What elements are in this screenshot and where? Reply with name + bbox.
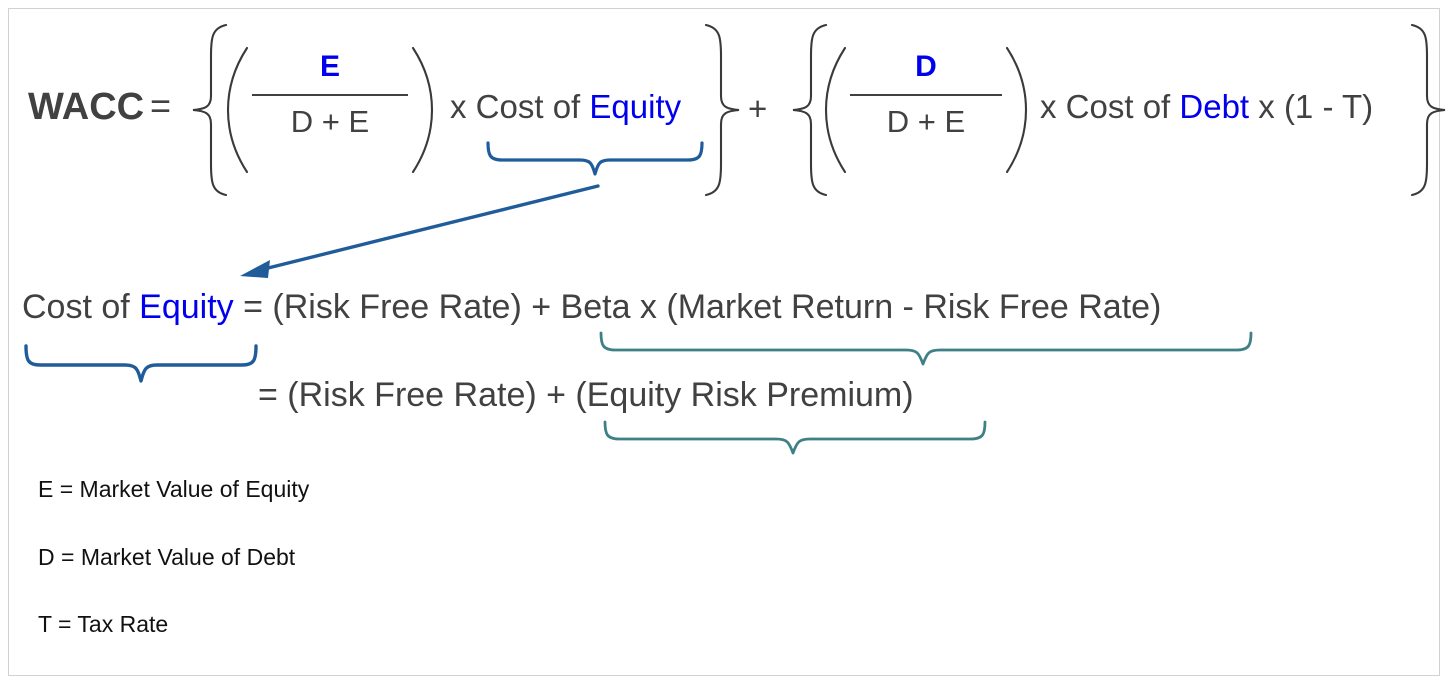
underbrace-cost-of-equity-in-wacc: [486, 141, 704, 176]
paren-open-equity-fraction: [226, 46, 249, 174]
outer-brace-left-equity: [192, 23, 228, 197]
debt-cost-term: x Cost of Debt x (1 - T): [1040, 90, 1373, 123]
debt-weight-fraction: D D + E: [850, 52, 1002, 137]
tax-factor-text: x (1 - T): [1249, 88, 1374, 125]
debt-keyword: Debt: [1179, 88, 1250, 125]
wacc-plus-sign: +: [748, 90, 768, 127]
outer-brace-right-equity: [704, 23, 740, 197]
connector-arrow: [240, 184, 600, 278]
debt-fraction-numerator: D: [915, 50, 937, 83]
equity-fraction-numerator: E: [319, 50, 340, 83]
equity-multiplier-text: x Cost of: [450, 88, 590, 125]
debt-multiplier-text: x Cost of: [1040, 88, 1180, 125]
equity-fraction-bar: [252, 94, 408, 96]
paren-close-debt-fraction: [1005, 46, 1028, 174]
debt-fraction-bar: [850, 94, 1002, 96]
underbrace-equity-risk-premium: [603, 420, 987, 455]
underbrace-cost-of-equity-definition: [24, 344, 258, 383]
paren-close-equity-fraction: [411, 46, 434, 174]
legend-item-tax: T = Tax Rate: [38, 611, 169, 637]
equity-fraction-denominator: D + E: [290, 104, 370, 139]
debt-fraction-denominator: D + E: [886, 104, 966, 139]
wacc-equals-sign: =: [150, 85, 172, 126]
outer-brace-left-debt: [792, 23, 828, 197]
legend-item-equity: E = Market Value of Equity: [38, 476, 310, 502]
underbrace-beta-x-market-return-minus-risk-free-rate: [599, 331, 1253, 366]
cost-of-equity-lhs-keyword: Equity: [139, 288, 234, 326]
paren-open-debt-fraction: [824, 46, 847, 174]
cost-of-equity-equation-line-2: = (Risk Free Rate) + (Equity Risk Premiu…: [258, 376, 914, 414]
cost-of-equity-lhs-prefix: Cost of: [22, 288, 140, 326]
equity-keyword: Equity: [589, 88, 682, 125]
outer-brace-right-debt: [1410, 23, 1446, 197]
figure-border: [8, 8, 1440, 676]
cost-of-equity-rhs-1: = (Risk Free Rate) + Beta x (Market Retu…: [233, 288, 1162, 326]
equity-weight-fraction: E D + E: [252, 52, 408, 137]
legend-item-debt: D = Market Value of Debt: [38, 544, 296, 570]
cost-of-equity-equation-line-1: Cost of Equity = (Risk Free Rate) + Beta…: [22, 290, 1161, 324]
equity-cost-term: x Cost of Equity: [450, 90, 681, 123]
wacc-label: WACC: [28, 86, 145, 128]
